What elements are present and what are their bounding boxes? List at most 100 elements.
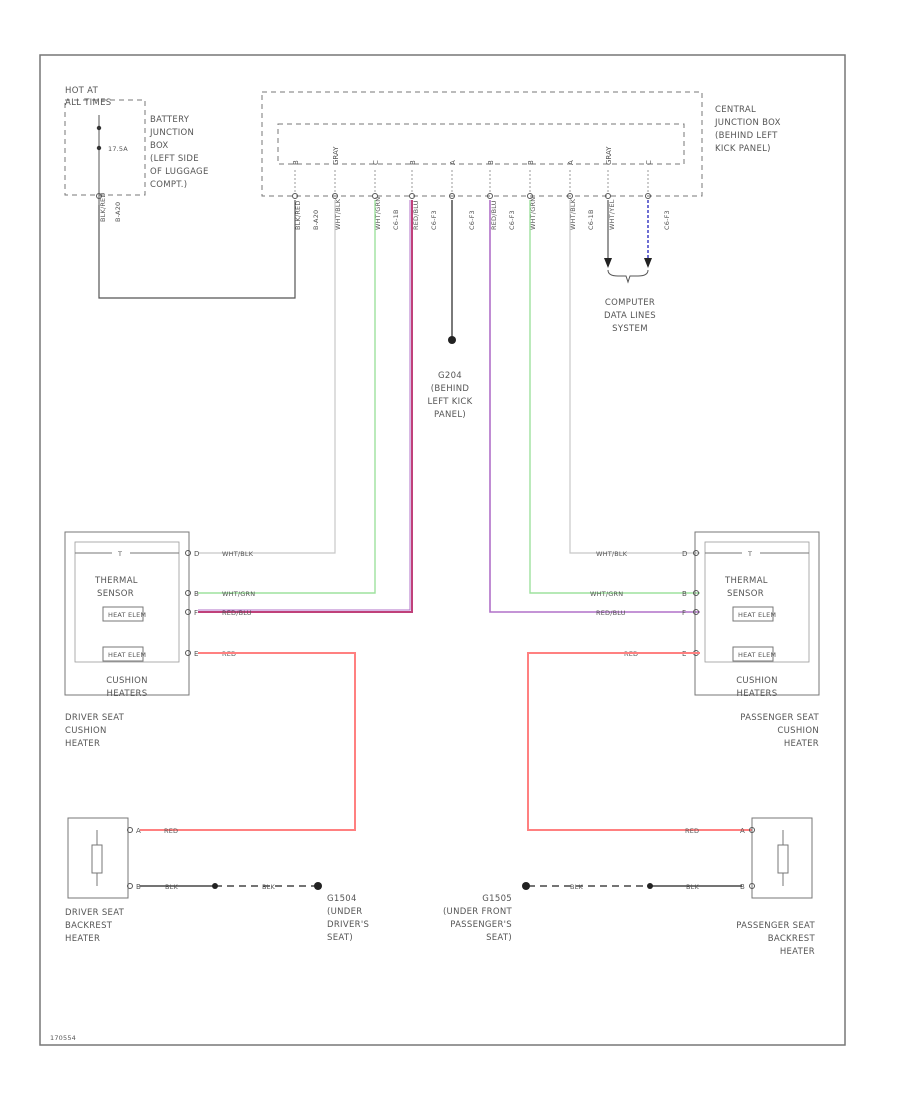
g1504-label-1: G1504: [327, 894, 357, 904]
fuse-terminal-bottom: [96, 145, 102, 151]
g1505-label-2: (UNDER FRONT: [443, 907, 513, 917]
battery-box-outline: [64, 99, 146, 196]
driver-backrest-outline: [67, 817, 129, 899]
central-pin: [332, 193, 338, 199]
driver-thermal-symbol: T: [117, 550, 122, 558]
central-pin: [567, 193, 573, 199]
driver-wht-grn-wire: [198, 200, 376, 594]
central-box-outline: [261, 91, 703, 197]
passenger-cushion-inner-label-1: CUSHION: [736, 676, 778, 686]
battery-box-label-4: (LEFT SIDE: [150, 154, 199, 164]
driver-red-blu-wire: [198, 200, 413, 613]
g204-label-1: G204: [438, 371, 462, 381]
fuse-terminal-top: [96, 125, 102, 131]
central-junction-box: CENTRAL JUNCTION BOX (BEHIND LEFT KICK P…: [261, 91, 781, 199]
central-pin: [605, 193, 611, 199]
driver-backrest-heater: A B RED BLK BLK DRIVER SEAT BACKREST HEA…: [65, 817, 369, 944]
central-box-label-2: JUNCTION BOX: [714, 118, 781, 128]
computer-data-label-3: SYSTEM: [612, 324, 648, 334]
passenger-thermal-label-2: SENSOR: [727, 589, 764, 599]
central-pin-label: A: [567, 160, 575, 165]
driver-backrest-caption-1: DRIVER SEAT: [65, 908, 125, 918]
driver-cushion-caption-2: CUSHION: [65, 726, 107, 736]
g1505-label-4: SEAT): [486, 933, 512, 943]
can-h-wire-label: WHT/YEL: [608, 199, 616, 230]
g204-label-2: (BEHIND: [431, 384, 470, 394]
driver-backrest-wire-bot-2: BLK: [262, 883, 275, 891]
driver-cushion-caption-1: DRIVER SEAT: [65, 713, 125, 723]
passenger-red-wire: [527, 652, 752, 831]
driver-heater-element-1-label: HEAT ELEM: [108, 611, 146, 619]
g1504-label-2: (UNDER: [327, 907, 363, 917]
central-pin-label: GRAY: [332, 146, 340, 165]
diagram-frame: [39, 54, 846, 1046]
driver-heater-element-2: [102, 646, 144, 662]
passenger-cushion-caption-2: CUSHION: [777, 726, 819, 736]
passenger-backrest-caption-2: BACKREST: [768, 934, 816, 944]
battery-box-label-2: JUNCTION: [149, 128, 194, 138]
passenger-backrest-caption-3: HEATER: [780, 947, 815, 957]
driver-ground-point: [314, 882, 322, 890]
driver-pin-e-label: E: [194, 650, 198, 658]
passenger-cushion-caption-1: PASSENGER SEAT: [740, 713, 819, 723]
battery-box-label-6: COMPT.): [150, 180, 187, 190]
driver-red-wire: [140, 652, 356, 831]
passenger-backrest-pin-a-label: A: [740, 827, 745, 835]
passenger-pin-d: [693, 550, 699, 556]
driver-wire-label-2: WHT/GRN: [222, 590, 255, 598]
driver-cushion-inner-label-2: HEATERS: [107, 689, 148, 699]
battery-box-label-1: BATTERY: [150, 115, 190, 125]
passenger-wire-label-1: WHT/BLK: [596, 550, 628, 558]
battery-out-wire-label: BLK/RED: [99, 192, 107, 222]
central-pin: [487, 193, 493, 199]
driver-heater-element-2-label: HEAT ELEM: [108, 651, 146, 659]
driver-pin-d-label: D: [194, 550, 199, 558]
fuse-rating: 17.5A: [108, 145, 128, 153]
passenger-heater-element-2-label: HEAT ELEM: [738, 651, 776, 659]
driver-wire-label-1: WHT/BLK: [222, 550, 254, 558]
passenger-wire-label-2: WHT/GRN: [590, 590, 623, 598]
passenger-heater-element-2: [732, 646, 774, 662]
passenger-pin-b-label: B: [682, 590, 687, 598]
ground-g204-point: [448, 336, 456, 344]
passenger-backrest-pin-a: [749, 827, 755, 833]
battery-out-wire-label-2: B-A20: [114, 202, 122, 222]
central-wire-label-5: C6-F3: [430, 210, 438, 230]
passenger-pin-b: [693, 590, 699, 596]
central-box-label-4: KICK PANEL): [715, 144, 771, 154]
driver-backrest-wire-top: RED: [164, 827, 178, 835]
hot-at-label-2: ALL TIMES: [65, 98, 112, 108]
passenger-backrest-wire-bot-2: BLK: [570, 883, 583, 891]
central-pin-label: B: [527, 160, 535, 165]
passenger-cushion-outline: [694, 531, 820, 696]
passenger-backrest-caption-1: PASSENGER SEAT: [736, 921, 815, 931]
driver-pin-e: [185, 650, 191, 656]
g1504-label-3: DRIVER'S: [327, 920, 369, 930]
driver-splice: [212, 883, 218, 889]
driver-wire-label-3: RED/BLU: [222, 609, 252, 617]
driver-thermal-label-1: THERMAL: [94, 576, 138, 586]
can-h-arrow: [604, 258, 612, 268]
driver-backrest-caption-3: HEATER: [65, 934, 100, 944]
passenger-wht-blk-wire: [569, 200, 700, 554]
central-pin-label: B: [487, 160, 495, 165]
passenger-backrest-element: [777, 844, 789, 874]
central-pin: [449, 193, 455, 199]
central-wire-label-9: WHT/GRN: [529, 197, 537, 230]
driver-backrest-pin-b: [127, 883, 133, 889]
passenger-backrest-pin-b: [749, 883, 755, 889]
passenger-thermal-label-1: THERMAL: [724, 576, 768, 586]
driver-thermal-label-2: SENSOR: [97, 589, 134, 599]
central-wire-labels: BLK/RED B-A20 WHT/BLK WHT/GRN C6-1B RED/…: [294, 197, 671, 230]
driver-backrest-pin-a-label: A: [136, 827, 141, 835]
central-pin-label: B: [409, 160, 417, 165]
central-pin: [292, 193, 298, 199]
battery-box-label-5: OF LUGGAGE: [150, 167, 209, 177]
can-l-arrow: [644, 258, 652, 268]
central-pin: [527, 193, 533, 199]
central-wire-label-10: WHT/BLK: [569, 198, 577, 230]
central-wire-label-8: C6-F3: [508, 210, 516, 230]
passenger-wht-grn-wire: [529, 200, 700, 594]
passenger-thermal-symbol: T: [747, 550, 752, 558]
